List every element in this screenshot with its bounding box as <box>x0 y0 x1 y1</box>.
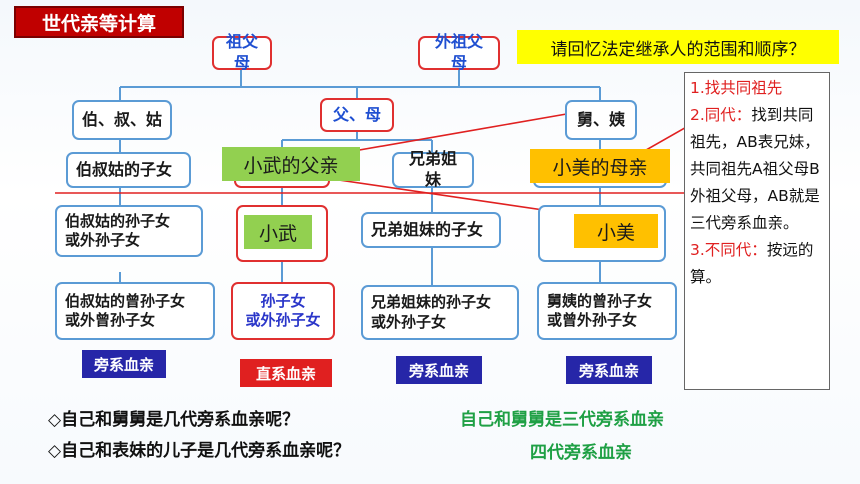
note-step2-number: 2. <box>690 106 705 124</box>
answer-1: 自己和舅舅是三代旁系血亲 <box>460 410 664 430</box>
node-cousins: 伯叔姑的子女 <box>66 152 191 188</box>
tag-collateral-1: 旁系血亲 <box>82 350 166 378</box>
node-maternal-uncle-aunt: 舅、姨 <box>565 100 637 140</box>
note-step1-text: 找共同祖先 <box>704 79 783 97</box>
question-callout: 请回忆法定继承人的范围和顺序？ <box>517 30 839 64</box>
tag-lineal: 直系血亲 <box>240 359 332 387</box>
answer-2: 四代旁系血亲 <box>530 443 632 463</box>
node-maternal-grandparents: 外祖父母 <box>418 32 500 72</box>
page-title-text: 世代亲等计算 <box>41 12 156 35</box>
page-title: 世代亲等计算 <box>14 6 184 38</box>
note-step3-heading: 不同代： <box>704 241 767 259</box>
node-grandchildren: 孙子女 或外孙子女 <box>231 282 335 340</box>
rules-note: 1.找共同祖先 2.同代：找到共同祖先，AB表兄妹，共同祖先A祖父母B外祖父母，… <box>684 72 830 390</box>
note-step1-number: 1. <box>690 79 705 97</box>
note-step3-text: 按远的算。 <box>690 241 814 286</box>
tag-collateral-3: 旁系血亲 <box>566 356 652 384</box>
label-xiaowu-father: 小武的父亲 <box>222 147 360 181</box>
node-uncles-grandchildren: 伯叔姑的孙子女 或外孙子女 <box>55 205 203 257</box>
node-grandparents: 祖父母 <box>212 32 272 72</box>
question-callout-text: 请回忆法定继承人的范围和顺序？ <box>550 39 806 60</box>
label-xiaomei-mother: 小美的母亲 <box>530 149 670 183</box>
node-parents: 父、母 <box>320 98 394 132</box>
node-uncles-aunts: 伯、叔、姑 <box>72 100 172 140</box>
question-1: ◇自己和舅舅是几代旁系血亲呢？ <box>48 410 300 430</box>
node-uncles-great-grandchildren: 伯叔姑的曾孙子女 或外曾孙子女 <box>55 282 215 340</box>
note-step2-heading: 同代： <box>704 106 752 124</box>
node-sibling-children: 兄弟姐妹的子女 <box>361 212 501 248</box>
note-step3-number: 3. <box>690 241 705 259</box>
node-maternal-great-grandchildren: 舅姨的曾孙子女 或曾外孙子女 <box>537 282 677 340</box>
question-2: ◇自己和表妹的儿子是几代旁系血亲呢？ <box>48 441 351 461</box>
label-xiaowu: 小武 <box>244 215 312 249</box>
label-xiaomei: 小美 <box>574 214 658 248</box>
node-sibling-grandchildren: 兄弟姐妹的孙子女 或外孙子女 <box>361 285 519 340</box>
node-siblings: 兄弟姐妹 <box>392 149 474 189</box>
tag-collateral-2: 旁系血亲 <box>396 356 482 384</box>
note-step2-text: 找到共同祖先，AB表兄妹，共同祖先A祖父母B外祖父母，AB就是三代旁系血亲。 <box>690 106 820 232</box>
